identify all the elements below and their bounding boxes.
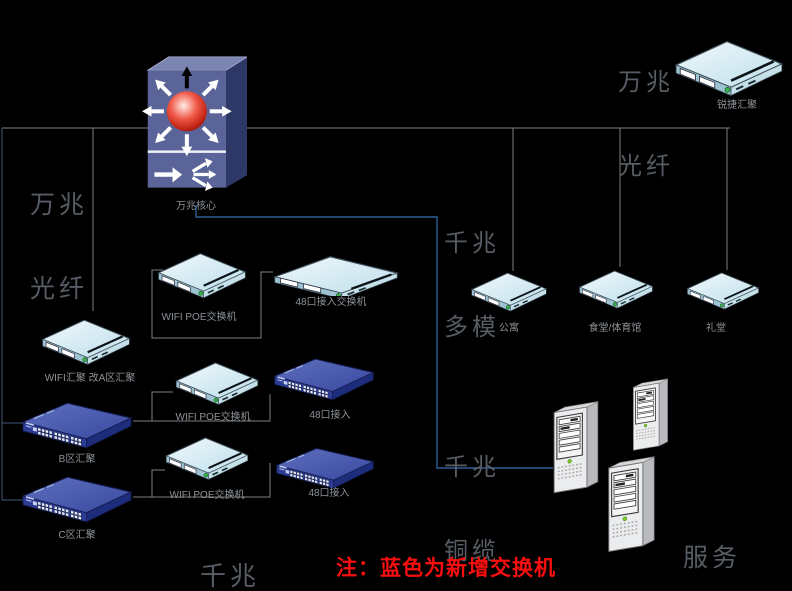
link-poe1-to-access48: [151, 269, 273, 339]
zone-label-gigabit-multimode: 千兆 多模: [444, 174, 500, 398]
zone-label-line: 服务: [682, 545, 741, 572]
device-core-router: [137, 9, 247, 191]
label-48port-access-switch: 48口接入交换机: [295, 297, 367, 308]
device-wifi-poe-switch-2: [175, 361, 259, 406]
link-cagg-to-access48new2: [133, 463, 271, 498]
link-bagg-to-access48new1: [133, 394, 271, 422]
label-wifi-aggregation: WIFI汇聚 改A区汇聚: [44, 373, 136, 384]
connection-lines: [1, 127, 730, 501]
zone-label-line: 千兆: [444, 455, 500, 481]
device-48port-access-new-1: [274, 358, 374, 401]
label-wifi-poe-2: WIFI POE交换机: [175, 412, 251, 423]
link-poe3-bracket: [151, 469, 165, 497]
device-c-zone-aggregation: [22, 476, 132, 523]
label-wifi-poe-3: WIFI POE交换机: [169, 490, 245, 501]
link-core-to-servers: [195, 205, 553, 469]
label-wifi-poe-1: WIFI POE交换机: [161, 312, 237, 323]
device-wifi-poe-switch-3: [165, 436, 249, 481]
zone-label-line: 多模: [444, 315, 500, 341]
label-b-zone-aggregation: B区汇聚: [58, 454, 96, 465]
device-wifi-poe-switch-1: [157, 252, 247, 300]
zone-label-line: 万兆: [30, 192, 89, 219]
label-ruijie-aggregation: 锐捷汇聚: [717, 100, 757, 111]
zone-label-line: 光纤: [618, 154, 674, 180]
zone-label-line: 光纤: [30, 276, 89, 303]
label-core-router: 万兆核心: [176, 201, 216, 212]
label-apartment: 公寓: [499, 323, 519, 334]
zone-label-10g-fiber-right: 万兆 光纤: [618, 13, 674, 237]
zone-label-gigabit-copper-bottom: 千兆 铜缆: [200, 499, 260, 591]
label-canteen-gym: 食堂/体育馆: [588, 323, 642, 334]
label-48port-access-new-2: 48口接入: [308, 488, 350, 499]
link-poe2-bracket: [151, 391, 173, 421]
zone-label-line: 万兆: [618, 70, 674, 96]
label-c-zone-aggregation: C区汇聚: [58, 530, 96, 541]
zone-label-line: 铜缆: [444, 539, 500, 565]
zone-label-gigabit-copper-right: 千兆 铜缆: [444, 398, 500, 591]
zone-label-servers: 服务 器: [680, 481, 744, 591]
label-48port-access-new-1: 48口接入: [309, 410, 351, 421]
zone-label-10g-fiber-left: 万兆 光纤: [30, 136, 88, 360]
zone-label-line: 千兆: [444, 231, 500, 257]
device-canteen-gym-switch: [578, 269, 654, 310]
legend-note-new-switches: 注：蓝色为新增交换机: [336, 556, 556, 580]
device-ruijie-aggregation-switch: [674, 40, 784, 97]
label-auditorium: 礼堂: [706, 323, 726, 334]
device-48port-access-new-2: [276, 447, 374, 489]
device-server-2: [632, 378, 669, 451]
zone-label-line: 千兆: [200, 562, 261, 591]
device-server-1: [553, 400, 599, 494]
device-auditorium-switch: [686, 271, 760, 311]
device-b-zone-aggregation: [22, 402, 132, 449]
device-server-3: [608, 456, 655, 553]
